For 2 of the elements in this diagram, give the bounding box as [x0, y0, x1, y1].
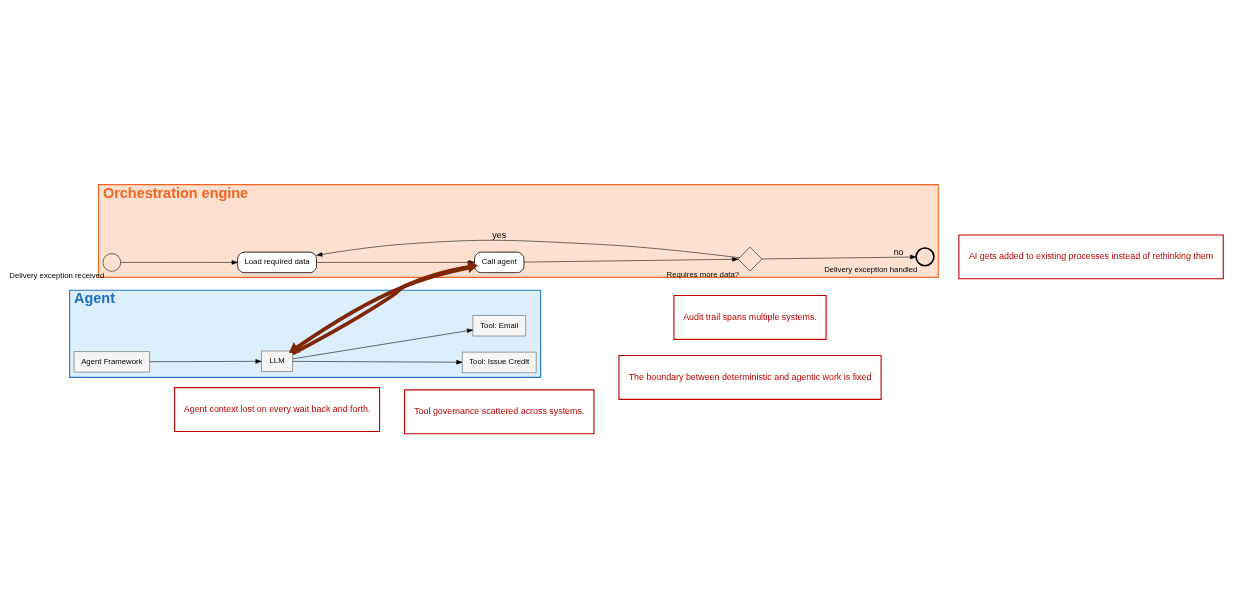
- edge-label: yes: [492, 229, 507, 240]
- edge-label: no: [893, 246, 904, 257]
